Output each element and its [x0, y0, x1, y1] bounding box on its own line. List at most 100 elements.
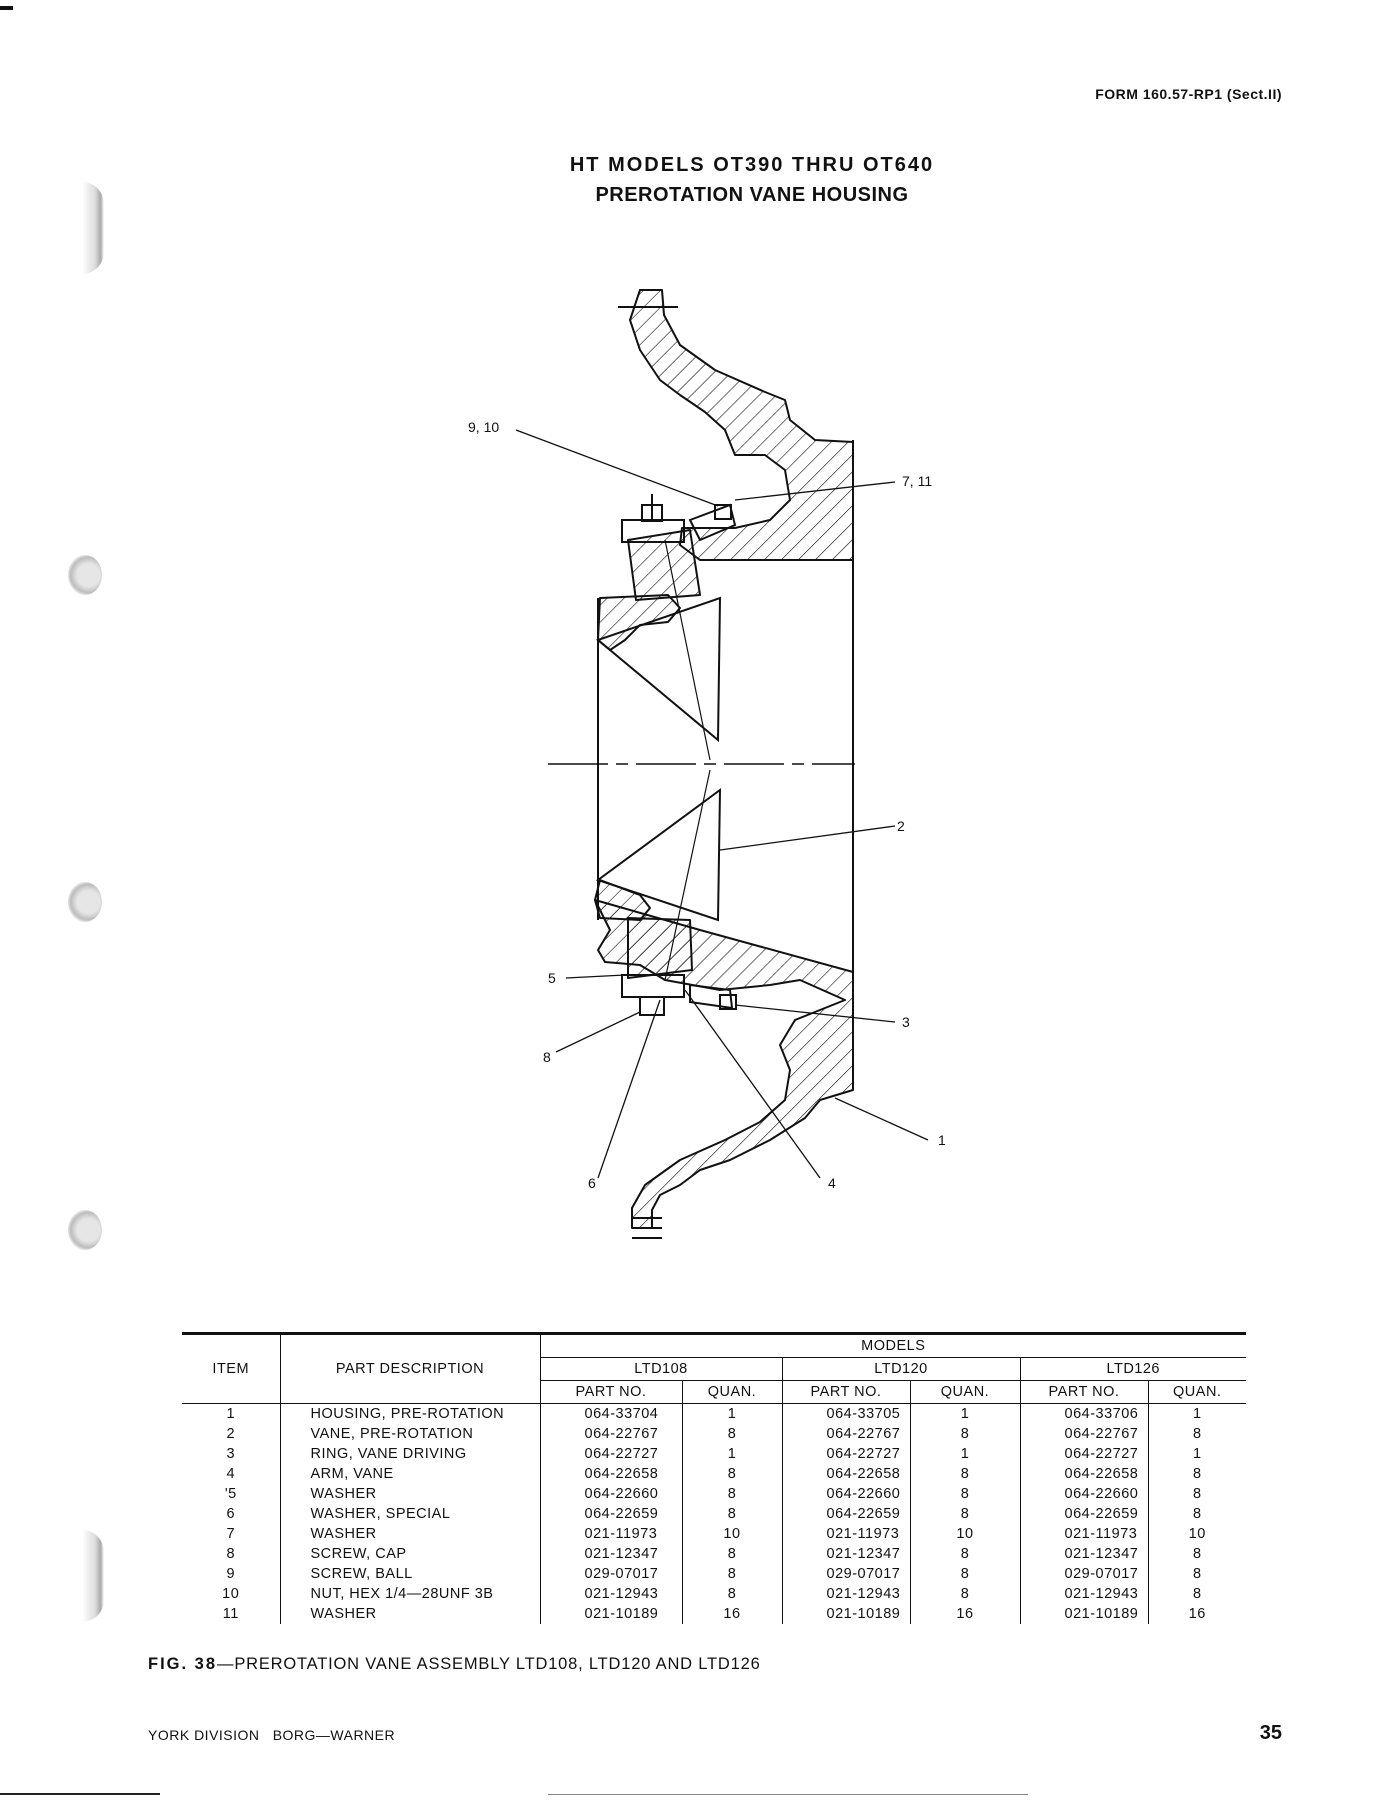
cell-ltd108-part-no: 064-22658	[540, 1464, 683, 1484]
cell-ltd120-quan: 8	[910, 1484, 1021, 1504]
cell-ltd126-part-no: 064-33706	[1020, 1403, 1149, 1424]
scan-edge-mark	[0, 1793, 160, 1795]
cell-ltd126-quan: 16	[1188, 1606, 1206, 1622]
cell-ltd126-quan: 1	[1192, 1406, 1202, 1422]
cell-ltd120-part-no: 064-33705	[782, 1403, 911, 1424]
cell-ltd126-part-no: 021-12347	[1020, 1544, 1149, 1564]
cell-item: 7	[182, 1524, 281, 1544]
vane-hub-upper	[597, 594, 681, 651]
col-description: PART DESCRIPTION	[280, 1332, 541, 1404]
cell-ltd108-quan: 8	[682, 1584, 783, 1604]
col-part-no: PART NO.	[782, 1380, 911, 1404]
cell-item: '5	[182, 1484, 281, 1504]
cell-ltd126-quan: 10	[1188, 1526, 1206, 1542]
cell-ltd120-part-no: 064-22659	[782, 1504, 911, 1524]
binder-hole	[68, 882, 102, 922]
cell-ltd108-part-no: 021-10189	[540, 1604, 683, 1624]
cell-ltd108-quan: 1	[682, 1444, 783, 1464]
scan-mark	[0, 6, 13, 10]
form-number: FORM 160.57-RP1 (Sect.II)	[1095, 86, 1282, 102]
cell-description: WASHER, SPECIAL	[280, 1504, 541, 1524]
cell-ltd126-quan: 8	[1192, 1486, 1202, 1502]
col-item: ITEM	[182, 1332, 281, 1404]
cell-item: 1	[182, 1403, 281, 1424]
callout-7-11: 7, 11	[902, 473, 932, 489]
vane-upper	[595, 596, 722, 743]
cell-ltd120-part-no: 029-07017	[782, 1564, 911, 1584]
col-quan: QUAN.	[910, 1380, 1021, 1404]
cell-ltd126-part-no: 029-07017	[1020, 1564, 1149, 1584]
cell-ltd108-part-no: 064-22660	[540, 1484, 683, 1504]
cell-ltd108-part-no: 064-22767	[540, 1424, 683, 1444]
scan-edge-mark	[548, 1794, 1028, 1795]
callout-9-10: 9, 10	[468, 419, 499, 435]
page-title: HT MODELS OT390 THRU OT640 PREROTATION V…	[0, 150, 1394, 210]
parts-table: ITEM PART DESCRIPTION MODELS LTD108 LTD1…	[182, 1332, 1246, 1624]
caption-dash: —	[217, 1655, 235, 1673]
cell-ltd120-quan: 8	[910, 1544, 1021, 1564]
table-header-row: LTD108 LTD120 LTD126	[182, 1357, 1246, 1381]
cell-ltd108-part-no: 021-12943	[540, 1584, 683, 1604]
figure-caption: FIG. 38—PREROTATION VANE ASSEMBLY LTD108…	[148, 1655, 761, 1674]
cell-description: WASHER	[280, 1484, 541, 1504]
cell-description: ARM, VANE	[280, 1464, 541, 1484]
cell-ltd126-quan: 8	[1192, 1586, 1202, 1602]
col-quan: QUAN.	[1148, 1380, 1246, 1404]
callout-2: 2	[897, 818, 905, 834]
callout-leaders	[515, 429, 929, 1179]
cell-item: 2	[182, 1424, 281, 1444]
col-model-ltd120: LTD120	[782, 1357, 1021, 1381]
cell-item: 6	[182, 1504, 281, 1524]
cell-ltd108-part-no: 029-07017	[540, 1564, 683, 1584]
binder-hole	[82, 182, 104, 274]
cell-ltd120-part-no: 064-22658	[782, 1464, 911, 1484]
cell-ltd120-quan: 10	[910, 1524, 1021, 1544]
binder-hole	[68, 1210, 102, 1250]
bearing-boss-upper	[627, 529, 701, 601]
col-models: MODELS	[540, 1332, 1246, 1358]
footer-division: YORK DIVISION BORG—WARNER	[148, 1727, 396, 1743]
housing-cross-section-drawing: 9, 10 7, 11 2 5 3 8 1 6 4	[468, 289, 946, 1239]
cell-ltd120-quan: 1	[910, 1403, 1021, 1424]
callout-6: 6	[588, 1175, 596, 1191]
binder-hole	[82, 1530, 104, 1622]
cell-description: SCREW, BALL	[280, 1564, 541, 1584]
cell-ltd108-part-no: 021-12347	[540, 1544, 683, 1564]
cell-ltd126-part-no: 064-22659	[1020, 1504, 1149, 1524]
title-line-1: HT MODELS OT390 THRU OT640	[569, 154, 935, 176]
caption-text: PREROTATION VANE ASSEMBLY LTD108, LTD120…	[234, 1655, 761, 1673]
cell-ltd126-part-no: 021-10189	[1020, 1604, 1149, 1624]
cell-item: 9	[182, 1564, 281, 1584]
callout-8: 8	[543, 1049, 551, 1065]
cell-ltd126-quan: 8	[1192, 1546, 1202, 1562]
cell-ltd108-part-no: 064-22659	[540, 1504, 683, 1524]
callout-3: 3	[902, 1014, 910, 1030]
binder-hole	[68, 555, 102, 595]
cell-ltd108-part-no: 064-33704	[540, 1403, 683, 1424]
col-part-no: PART NO.	[1020, 1380, 1149, 1404]
cell-ltd120-part-no: 064-22767	[782, 1424, 911, 1444]
col-quan: QUAN.	[682, 1380, 783, 1404]
cell-ltd126-quan: 8	[1192, 1566, 1202, 1582]
cell-ltd108-quan: 8	[682, 1504, 783, 1524]
col-model-ltd126: LTD126	[1020, 1357, 1246, 1381]
cell-item: 10	[182, 1584, 281, 1604]
cell-description: NUT, HEX 1/4—28UNF 3B	[280, 1584, 541, 1604]
callout-4: 4	[828, 1175, 836, 1191]
cell-ltd108-quan: 8	[682, 1424, 783, 1444]
cell-ltd120-quan: 8	[910, 1424, 1021, 1444]
lower-ball-screw	[719, 994, 737, 1010]
cell-item: 8	[182, 1544, 281, 1564]
title-line-2: PREROTATION VANE HOUSING	[595, 184, 909, 206]
cell-item: 4	[182, 1464, 281, 1484]
cell-ltd108-quan: 16	[682, 1604, 783, 1624]
